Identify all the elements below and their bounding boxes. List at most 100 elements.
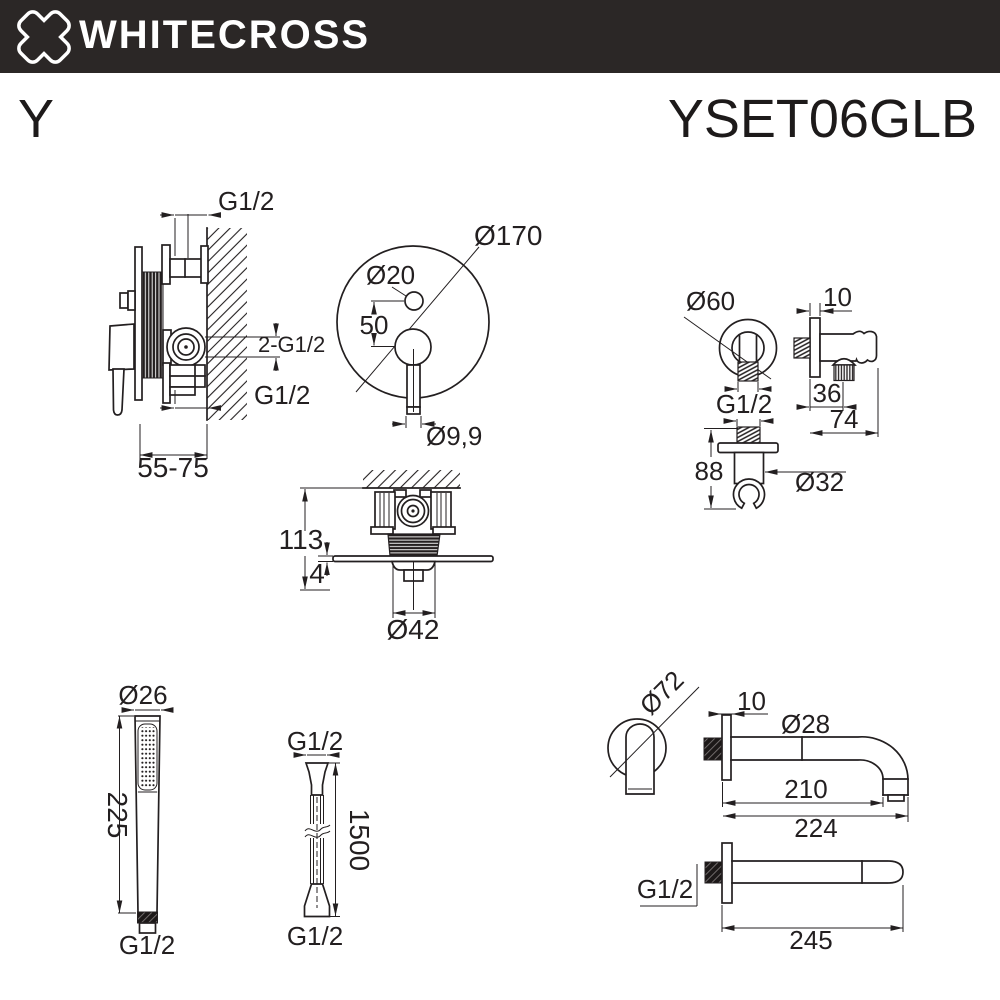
dim-label: G1/2: [637, 874, 693, 904]
dim-body-diameter: Ø32: [765, 467, 846, 497]
side-stub2: [127, 290, 136, 311]
dim-height-88: 88: [695, 428, 738, 510]
model-title: YSET06GLB: [667, 89, 977, 149]
spout-front-view: Ø72: [607, 665, 700, 795]
mixer-side-view: G1/2 2-G1/2 G1/2 55-75: [108, 186, 325, 483]
dim-label: Ø42: [387, 614, 440, 645]
dim-label: 36: [813, 378, 842, 408]
dim-reach-210: 210: [722, 774, 884, 807]
spout-tube: [730, 736, 909, 802]
dim-depth-74: 74: [810, 368, 879, 437]
title-row: Y YSET06GLB: [18, 88, 977, 150]
cartridge-ribbed-body: [141, 271, 164, 379]
dim-label: 210: [784, 774, 827, 804]
hose-nut: [137, 911, 158, 924]
wall-hatch: [363, 470, 460, 488]
dim-label: 10: [737, 686, 766, 716]
dim-offset-50: 50: [360, 300, 404, 347]
wall-flange: [721, 714, 732, 781]
dim-bottom-thread: G1/2: [160, 380, 310, 411]
threaded-collar: [387, 533, 441, 557]
dim-length-1500: 1500: [326, 762, 375, 917]
handshower-view: Ø26 G1/2 225: [102, 680, 175, 960]
dim-label: 50: [360, 310, 389, 340]
dim-label: G1/2: [254, 380, 310, 410]
dim-plate-thickness: 10: [796, 282, 852, 316]
dim-label: 245: [789, 925, 832, 955]
mounting-plate: [134, 246, 143, 401]
holder-front-view: 88 Ø32: [695, 418, 846, 510]
dim-label: Ø60: [686, 286, 735, 316]
dim-label: Ø28: [781, 709, 830, 739]
holder-thread: [736, 426, 761, 444]
dim-label: 4: [309, 558, 325, 589]
dim-total-224: 224: [723, 797, 909, 843]
bore-chords: [738, 335, 758, 361]
brand-name: WHITECROSS: [79, 13, 371, 57]
spout-tube-front: [625, 723, 655, 795]
wall-flange: [721, 842, 733, 904]
valve-body: [370, 489, 456, 535]
dim-label: 1500: [344, 809, 375, 871]
dim-label: Ø170: [474, 220, 543, 251]
dim-label: 88: [695, 456, 724, 486]
thread-nipple: [737, 361, 759, 382]
dim-depth-113: 113: [279, 487, 365, 591]
dim-label: 10: [823, 282, 852, 312]
dim-thread-offset: 36: [796, 378, 857, 411]
hose-tube: [304, 795, 331, 884]
dim-label: Ø20: [366, 260, 415, 290]
spray-face: [137, 723, 158, 791]
seat-dome: [831, 357, 857, 366]
cross-x-icon: [17, 9, 71, 64]
bore-circle: [731, 331, 765, 365]
dim-plate-4: 4: [309, 542, 333, 589]
dim-label: 55-75: [137, 452, 209, 483]
valve-section-view: 113 4 Ø42: [279, 470, 494, 645]
spray-nozzles: [140, 727, 156, 787]
side-stub: [119, 292, 129, 309]
spout-side-view: 10 Ø28 210 224: [703, 686, 909, 843]
dim-label: Ø9,9: [426, 421, 482, 451]
inlet-thread: [793, 337, 811, 359]
dim-label: G1/2: [119, 930, 175, 960]
dim-label: 224: [794, 813, 837, 843]
inlet-thread-block: [704, 861, 723, 884]
dim-label-shared-thread: G1/2: [716, 389, 772, 419]
dim-top-thread: G1/2: [160, 186, 274, 256]
nut-tip: [138, 922, 157, 934]
holder-hook-ring: [732, 478, 766, 510]
dim-inlets: 2-G1/2: [205, 323, 325, 371]
dim-diverter: Ø20: [366, 260, 415, 297]
dim-thread-g12: G1/2: [637, 864, 698, 907]
dim-length-245: 245: [721, 885, 904, 955]
dim-thread-upper: [724, 382, 772, 392]
leader-line: [355, 246, 480, 393]
top-fitting: [304, 762, 330, 796]
dim-label: G1/2: [287, 726, 343, 756]
dim-thread-lower: [723, 418, 774, 426]
brand-header: WHITECROSS: [0, 0, 1000, 73]
dim-label: 225: [102, 792, 133, 839]
outlet-elbow-front-view: Ø60 G1/2: [683, 286, 778, 419]
top-outlet-pipe: [161, 244, 209, 285]
dim-label: G1/2: [287, 921, 343, 951]
leader-line: [609, 686, 700, 778]
series-title: Y: [18, 89, 55, 149]
dim-label: Ø32: [795, 467, 844, 497]
dim-length-225: 225: [102, 715, 136, 914]
spout-tube-straight: [731, 860, 904, 884]
wand-joint-lines: [135, 720, 160, 793]
dim-base-42: Ø42: [387, 563, 440, 645]
hose-view: G1/2 G1/2 1500: [287, 726, 375, 951]
holder-bracket: [819, 330, 878, 364]
seat-thread: [833, 364, 855, 382]
spout-top-view: G1/2 245: [637, 842, 904, 955]
dim-label: G1/2: [218, 186, 274, 216]
inlet-thread-block: [703, 737, 723, 761]
dim-label: 74: [830, 404, 859, 434]
holder-side-view: 10 36 74: [793, 282, 879, 437]
mixer-handle: [108, 323, 135, 416]
dim-label: 2-G1/2: [258, 332, 325, 357]
